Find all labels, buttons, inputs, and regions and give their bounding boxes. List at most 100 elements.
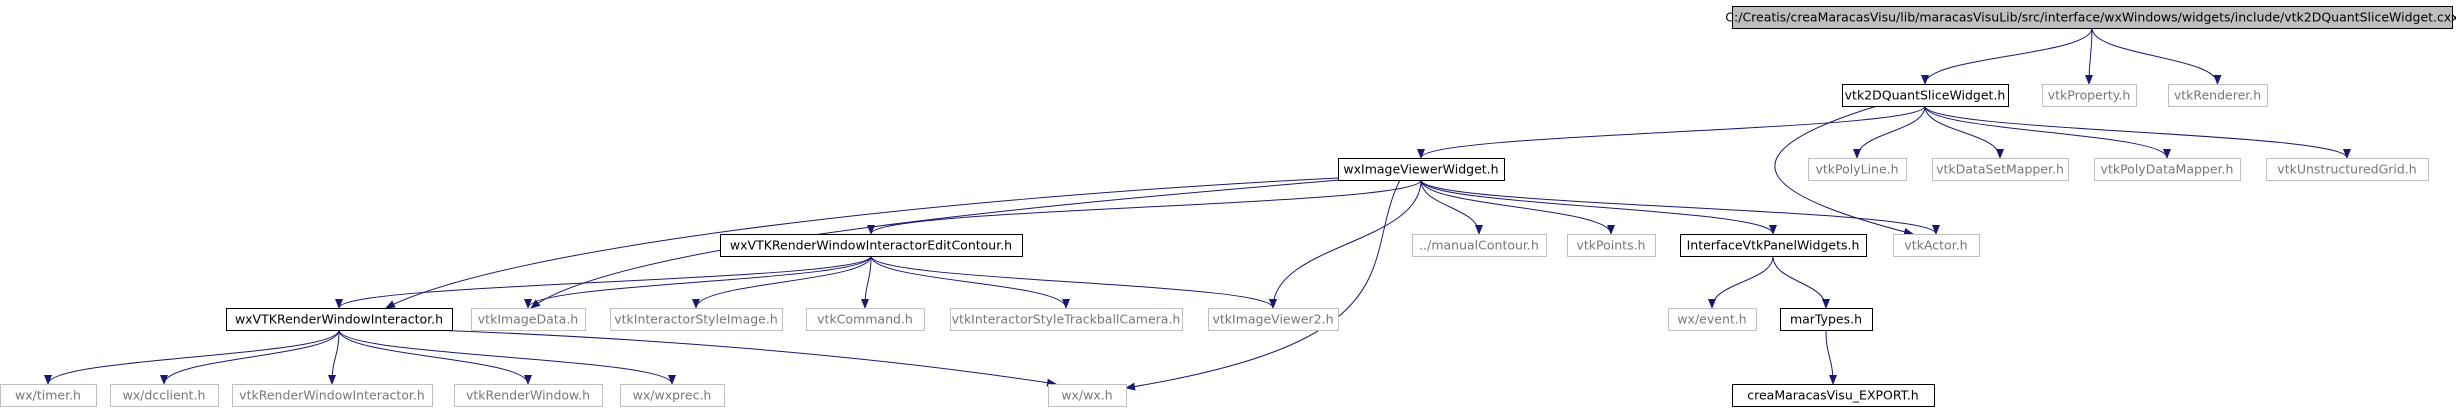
node-vtkpolydatamapper: vtkPolyDataMapper.h: [2094, 158, 2241, 181]
edge-wxvtkrwi-to-wxwx: [431, 329, 1057, 387]
node-vtkrenderwindow: vtkRenderWindow.h: [454, 384, 603, 407]
node-label: ../manualContour.h: [1419, 238, 1539, 253]
node-martypes[interactable]: marTypes.h: [1780, 308, 1873, 331]
edge-wximageviewer-to-vtkactor: [1420, 179, 1940, 235]
node-box: [110, 384, 219, 407]
nodes-layer: C:/Creatis/creaMaracasVisu/lib/maracasVi…: [0, 6, 2456, 407]
node-label: vtkCommand.h: [817, 312, 913, 327]
node-vtkrenderer: vtkRenderer.h: [2168, 84, 2268, 107]
edge-martypes-to-creaexport: [1825, 329, 1837, 385]
edge-vtk2dqsw-to-vtkunstructured: [1924, 105, 2351, 159]
edge-wxvtkeditcontour-to-vtkimageviewer2: [870, 255, 1277, 309]
node-label: wx/dcclient.h: [123, 388, 206, 403]
node-label: C:/Creatis/creaMaracasVisu/lib/maracasVi…: [1725, 10, 2456, 25]
node-label: vtkInteractorStyleImage.h: [614, 312, 778, 327]
node-label: vtkActor.h: [1904, 238, 1967, 253]
edge-wxvtkeditcontour-to-vtkimagedata: [524, 255, 872, 309]
node-label: wx/event.h: [1677, 312, 1746, 327]
node-box: [720, 234, 1023, 257]
node-box: [471, 308, 586, 331]
node-vtkrwi: vtkRenderWindowInteractor.h: [232, 384, 433, 407]
edge-wxvtkrwi-to-wxwxprec: [338, 329, 676, 385]
node-wxvtkeditcontour[interactable]: wxVTKRenderWindowInteractorEditContour.h: [720, 234, 1023, 257]
node-label: wxVTKRenderWindowInteractor.h: [235, 312, 443, 327]
edge-vtk2dqsw-to-vtkpolydatamapper: [1924, 105, 2171, 159]
node-label: vtkRenderer.h: [2174, 88, 2261, 103]
node-wxwxprec: wx/wxprec.h: [620, 384, 725, 407]
node-box: [1808, 158, 1907, 181]
edge-wximageviewer-to-manualcontour: [1420, 179, 1483, 235]
node-label: vtkImageData.h: [478, 312, 578, 327]
node-box: [0, 384, 97, 407]
node-box: [1668, 308, 1757, 331]
edge-wximageviewer-to-wxvtkeditcontour: [867, 179, 1422, 235]
edge-vtk2dqsw-to-vtkactor: [1774, 105, 1914, 236]
node-creaexport[interactable]: creaMaracasVisu_EXPORT.h: [1732, 384, 1935, 407]
node-manualcontour: ../manualContour.h: [1412, 234, 1547, 257]
node-vtk2dqsw[interactable]: vtk2DQuantSliceWidget.h: [1842, 84, 2009, 107]
node-box: [1932, 158, 2069, 181]
edge-wxvtkeditcontour-to-vtkisimage: [692, 255, 872, 309]
node-label: wxImageViewerWidget.h: [1343, 162, 1498, 177]
edge-wximageviewer-to-wxwx: [1125, 179, 1401, 391]
node-wxtimer: wx/timer.h: [0, 384, 97, 407]
node-box: [2168, 84, 2268, 107]
edge-wximageviewer-to-interfacevtk: [1420, 179, 1777, 235]
node-box: [620, 384, 725, 407]
node-box: [2094, 158, 2241, 181]
node-wximageviewer[interactable]: wxImageViewerWidget.h: [1338, 158, 1505, 181]
edge-wxvtkrwi-to-wxtimer: [44, 329, 340, 385]
node-vtkpolyline: vtkPolyLine.h: [1808, 158, 1907, 181]
node-label: vtkRenderWindowInteractor.h: [239, 388, 425, 403]
node-interfacevtk[interactable]: InterfaceVtkPanelWidgets.h: [1680, 234, 1867, 257]
node-vtkactor: vtkActor.h: [1893, 234, 1980, 257]
node-box: [1412, 234, 1547, 257]
node-vtkproperty: vtkProperty.h: [2042, 84, 2137, 107]
node-root[interactable]: C:/Creatis/creaMaracasVisu/lib/maracasVi…: [1725, 6, 2456, 29]
node-vtkimageviewer2: vtkImageViewer2.h: [1208, 308, 1339, 331]
node-box: [1048, 384, 1127, 407]
node-vtkdatasetmapper: vtkDataSetMapper.h: [1932, 158, 2069, 181]
node-label: wx/wx.h: [1061, 388, 1112, 403]
node-box: [1338, 158, 1505, 181]
node-vtkistrackball: vtkInteractorStyleTrackballCamera.h: [950, 308, 1183, 331]
node-box: [1567, 234, 1656, 257]
node-box: [1780, 308, 1873, 331]
node-box: [1732, 6, 2453, 29]
node-label: vtkPolyDataMapper.h: [2101, 162, 2234, 177]
node-vtkisimage: vtkInteractorStyleImage.h: [610, 308, 783, 331]
node-wxwx: wx/wx.h: [1048, 384, 1127, 407]
node-label: marTypes.h: [1790, 312, 1862, 327]
node-label: vtkDataSetMapper.h: [1936, 162, 2064, 177]
node-box: [232, 384, 433, 407]
node-label: wx/timer.h: [15, 388, 81, 403]
node-box: [950, 308, 1183, 331]
node-box: [226, 308, 453, 331]
edge-wxvtkeditcontour-to-vtkistrackball: [870, 255, 1070, 309]
edge-root-to-vtkrenderer: [2091, 27, 2222, 85]
node-wxvtkrwi[interactable]: wxVTKRenderWindowInteractor.h: [226, 308, 453, 331]
node-box: [610, 308, 783, 331]
edge-interfacevtk-to-martypes: [1772, 255, 1830, 309]
edge-wxvtkrwi-to-wxdcclient: [160, 329, 340, 385]
node-wxevent: wx/event.h: [1668, 308, 1757, 331]
node-label: vtkProperty.h: [2048, 88, 2131, 103]
node-label: wxVTKRenderWindowInteractorEditContour.h: [730, 238, 1012, 253]
node-label: InterfaceVtkPanelWidgets.h: [1687, 238, 1860, 253]
edge-wximageviewer-to-wxvtkrwi: [385, 177, 1339, 309]
node-label: creaMaracasVisu_EXPORT.h: [1747, 388, 1918, 403]
node-label: vtkUnstructuredGrid.h: [2277, 162, 2416, 177]
node-box: [454, 384, 603, 407]
edge-wximageviewer-to-vtkimagedata: [530, 179, 1341, 309]
node-label: vtkPolyLine.h: [1815, 162, 1898, 177]
edge-wxvtkrwi-to-vtkrenderwindow: [338, 329, 532, 385]
node-box: [1732, 384, 1935, 407]
node-wxdcclient: wx/dcclient.h: [110, 384, 219, 407]
edge-root-to-vtk2dqsw: [1921, 27, 2093, 85]
edge-wximageviewer-to-vtkpoints: [1420, 179, 1615, 235]
edge-vtk2dqsw-to-vtkpolyline: [1853, 105, 1926, 159]
node-box: [1842, 84, 2009, 107]
edge-vtk2dqsw-to-vtkdatasetmapper: [1924, 105, 2004, 159]
node-label: vtk2DQuantSliceWidget.h: [1845, 88, 2006, 103]
